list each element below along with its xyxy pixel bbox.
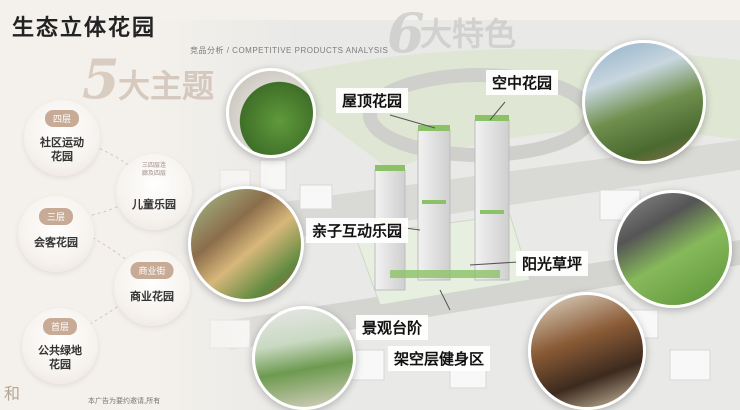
theme-name: 公共绿地花园 xyxy=(38,344,82,371)
feature-label-sunny-lawn: 阳光草坪 xyxy=(516,251,589,276)
feature-label-landscape-steps: 景观台阶 xyxy=(356,315,429,340)
theme-bubble-children-park: 三四层连廊及四层 儿童乐园 xyxy=(116,154,192,230)
feature-label-fitness-area: 架空层健身区 xyxy=(388,346,491,371)
theme-name: 会客花园 xyxy=(34,236,78,249)
theme-floor-tag: 四层 xyxy=(44,110,80,127)
five-themes-heading: 大主题 xyxy=(118,67,215,105)
brand-logo: 和 xyxy=(4,384,21,403)
feature-label-rooftop-garden: 屋顶花园 xyxy=(336,88,409,113)
photo-sky-garden xyxy=(582,40,706,164)
theme-floor-tag: 商业街 xyxy=(130,262,174,279)
disclaimer-footer: 本广告为要约邀请,所有 xyxy=(88,397,161,405)
theme-floor-tag: 三层 xyxy=(38,208,74,225)
six-number: 6 xyxy=(387,1,425,65)
photo-parent-child-park xyxy=(188,186,304,302)
subtitle-english: 竞品分析 / COMPETITIVE PRODUCTS ANALYSIS xyxy=(190,46,389,55)
theme-bubble-community-sports: 四层 社区运动花园 xyxy=(24,100,100,176)
theme-bubble-public-green: 首层 公共绿地花园 xyxy=(22,308,98,384)
page-title: 生态立体花园 xyxy=(12,16,157,41)
photo-sunny-lawn xyxy=(614,190,732,308)
six-features-heading: 大特色 xyxy=(420,15,517,53)
photo-rooftop-garden xyxy=(226,68,316,158)
theme-name: 商业花园 xyxy=(130,290,174,303)
feature-label-sky-garden: 空中花园 xyxy=(486,70,559,95)
feature-label-parent-child-park: 亲子互动乐园 xyxy=(306,218,409,243)
theme-name: 社区运动花园 xyxy=(40,136,84,163)
photo-fitness-area xyxy=(528,292,646,410)
five-number: 5 xyxy=(82,47,120,111)
theme-bubble-commercial-garden: 商业街 商业花园 xyxy=(114,250,190,326)
theme-floor-tag: 三四层连廊及四层 xyxy=(141,162,166,177)
theme-floor-tag: 首层 xyxy=(42,318,78,335)
theme-name: 儿童乐园 xyxy=(132,198,176,211)
theme-bubble-reception-garden: 三层 会客花园 xyxy=(18,196,94,272)
photo-landscape-steps xyxy=(252,306,356,410)
